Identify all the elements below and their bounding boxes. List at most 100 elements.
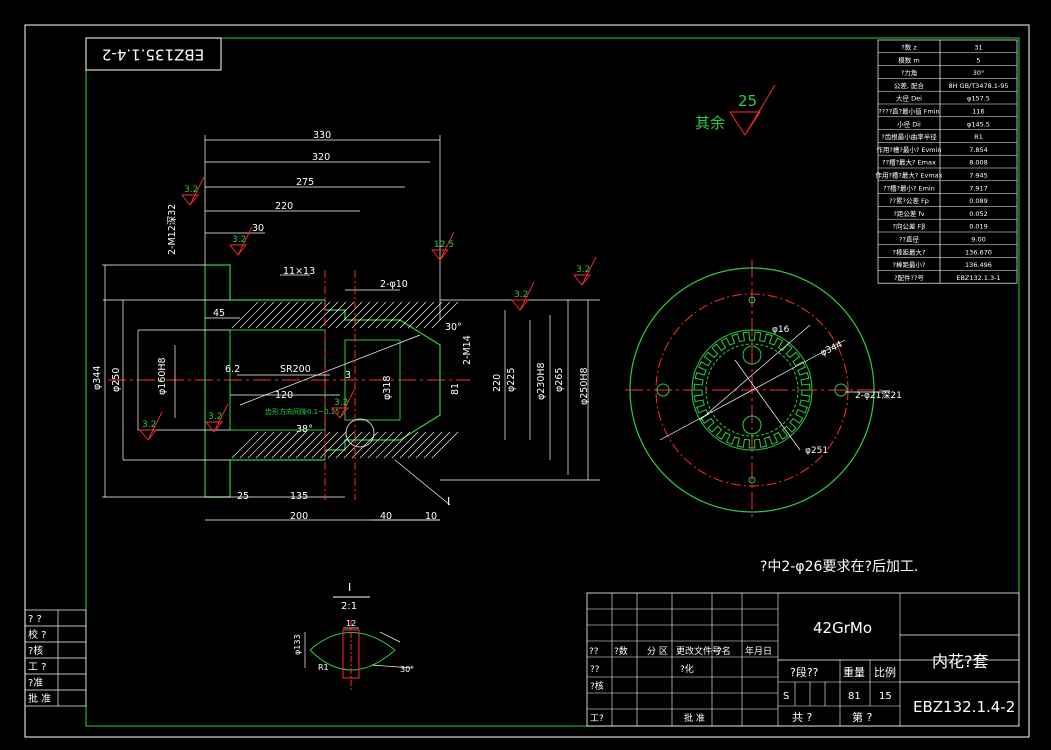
scale-value: 15 [879, 691, 892, 702]
param-value: 5 [976, 56, 980, 64]
total-sheets: 共 ? [792, 711, 812, 724]
weight-label: 重量 [843, 665, 865, 679]
detail-marker: I [447, 495, 450, 508]
param-value: 30° [973, 69, 985, 77]
revision-header: ?? [589, 647, 599, 657]
param-name: 作用?槽?最大? Evmax [875, 171, 942, 180]
front-phi344: φ344 [819, 340, 844, 359]
dim-phi318: φ318 [382, 376, 393, 400]
roughness-value: 3.2 [576, 265, 590, 275]
front-phi16: φ16 [772, 325, 790, 335]
param-value: 0.019 [969, 223, 988, 231]
title-row-label: ?核 [590, 680, 604, 692]
roughness-value: 3.2 [334, 398, 348, 408]
revision-header: ?名 [717, 645, 731, 657]
dim-d320: 320 [312, 152, 330, 163]
param-value: 7.917 [969, 184, 988, 192]
dim-d45deg: 30° [445, 322, 462, 333]
dim-d2phi10: 2-φ10 [380, 279, 408, 290]
param-name: ?棒距最小? [893, 260, 926, 269]
dim-d135: 135 [290, 491, 308, 502]
scale-label: 比例 [874, 665, 896, 679]
left-stack-label: ? ? [28, 614, 42, 625]
rotated-code-box: EBZ135.1.4-2 [85, 37, 222, 71]
param-name: ??槽?最大? Emax [882, 158, 936, 167]
detail-r1: R1 [318, 663, 329, 672]
dim-d200: 200 [290, 511, 308, 522]
roughness-mark-icon [431, 231, 455, 261]
param-name: 小径 Dii [897, 119, 921, 128]
param-value: 7.854 [969, 146, 988, 154]
left-stack-label: 校 ? [28, 628, 47, 641]
param-name: 大径 Dei [896, 94, 922, 103]
roughness-value: 3.2 [208, 412, 222, 422]
param-value: 136.496 [965, 261, 992, 269]
param-name: ??累?公差 Fp [889, 196, 929, 205]
roughness-mark-icon [181, 176, 205, 206]
drawing-number: EBZ132.1.4-2 [913, 698, 1015, 716]
title-block: ???数分 区更改文件号?名年月日???核工??化批 准42GrMo内花?套EB… [586, 592, 1020, 727]
dim-d330: 330 [313, 130, 331, 141]
roughness-value: 3.2 [142, 420, 156, 430]
param-name: ?距公差 fv [893, 209, 924, 218]
material: 42GrMo [813, 619, 872, 637]
revision-header: 分 区 [647, 646, 668, 657]
left-stack-label: ?准 [28, 677, 43, 689]
dim-phi344: φ344 [92, 366, 103, 390]
dim-d81: 81 [450, 383, 461, 395]
s-mark: S [783, 691, 789, 702]
detail-d12: 12 [346, 619, 356, 628]
dim-sr: SR200 [280, 364, 311, 375]
dim-phi230: φ230H8 [536, 362, 547, 400]
dim-d10: 10 [425, 511, 437, 522]
part-name: 内花?套 [932, 652, 989, 671]
title-row-label: ?? [590, 665, 600, 675]
front-view: φ16 φ344 2-φ21深21 φ251 [625, 260, 902, 520]
dim-d220: 220 [275, 201, 293, 212]
roughness-mark-icon [511, 281, 535, 311]
roughness-mark-icon [139, 411, 163, 441]
param-value: 116 [972, 108, 984, 116]
roughness-symbol-icon [729, 84, 776, 136]
detail-label: I [348, 581, 351, 594]
param-value: φ145.5 [967, 120, 990, 128]
param-name: ?数 z [901, 43, 917, 52]
front-phi251: φ251 [805, 446, 828, 456]
param-name: ?棒距最大? [893, 247, 926, 256]
roughness-note-label: 其余 [695, 114, 725, 132]
dim-d11x13: 11×13 [283, 266, 315, 277]
detail-scale: 2:1 [341, 601, 357, 612]
dim-d40: 40 [380, 511, 392, 522]
roughness-note-value: 25 [738, 92, 757, 110]
left-stack-label: 工 ? [28, 662, 47, 673]
dim-phi225: φ225 [506, 368, 517, 392]
dim-phi160: φ160H8 [157, 357, 168, 395]
param-name: ??直径 [899, 235, 919, 244]
param-value: 7.945 [969, 172, 988, 180]
param-name: ?配件??号 [894, 273, 924, 282]
roughness-mark-icon [331, 389, 355, 419]
revision-header: 年月日 [745, 645, 772, 657]
stage-label: ?段?? [790, 665, 819, 679]
dim-d45: 45 [213, 308, 225, 319]
param-value: 31 [974, 44, 982, 52]
param-value: 0.089 [969, 197, 988, 205]
dim-thread: 2-M12深32 [167, 204, 178, 255]
dim-d62: 6.2 [225, 364, 240, 375]
dim-d2m14: 2-M14 [462, 335, 473, 365]
roughness-note: 其余 25 [695, 84, 776, 136]
front-2phi21: 2-φ21深21 [855, 390, 902, 401]
param-name: 模数 m [898, 55, 919, 64]
dim-d3: 3 [345, 370, 351, 381]
param-name: ?力角 [901, 68, 917, 77]
roughness-value: 12.5 [434, 240, 454, 250]
param-value: φ157.5 [967, 95, 990, 103]
param-value: 136.670 [965, 248, 992, 256]
green-note: 齿形方向间隙0.1~0.15 [265, 407, 340, 416]
param-value: EBZ132.1.3-1 [956, 274, 1000, 282]
dim-d220v: 220 [492, 374, 503, 392]
revision-header: ?数 [614, 645, 628, 657]
dim-d25: 25 [237, 491, 249, 502]
